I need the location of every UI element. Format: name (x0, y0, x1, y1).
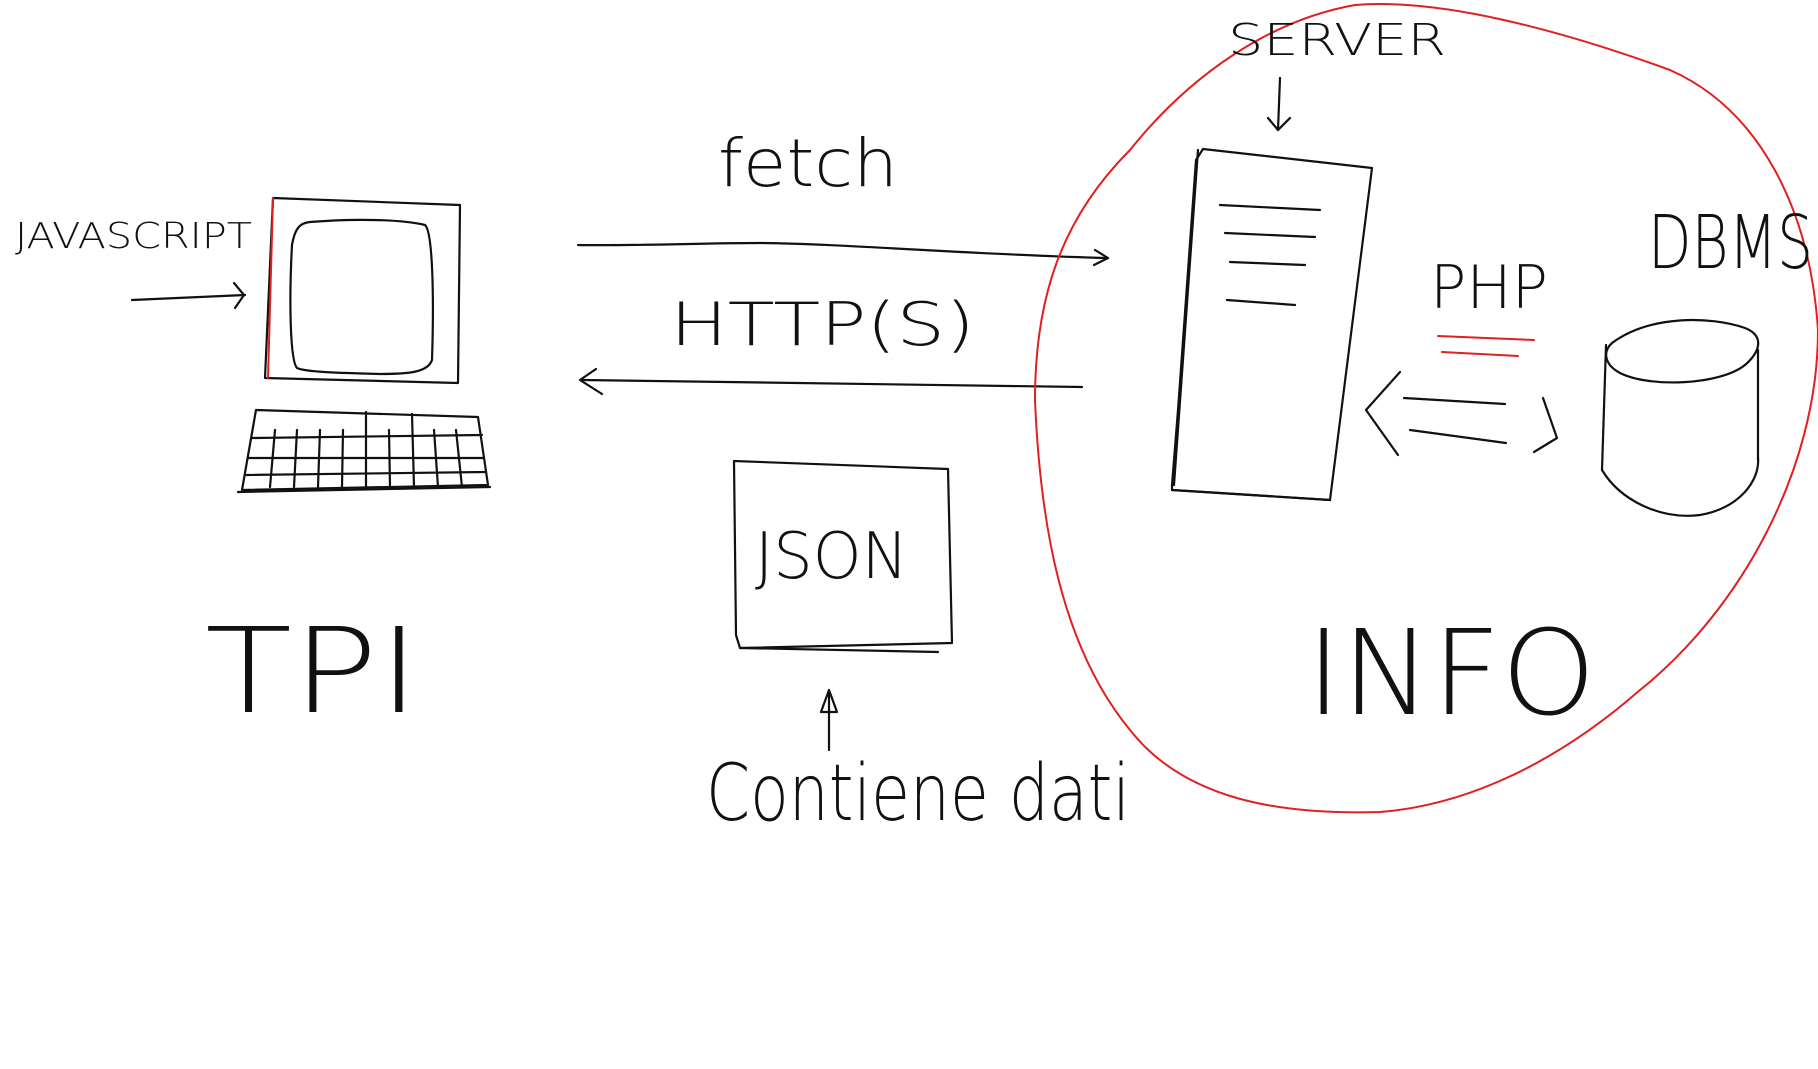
server-label: SERVER (1228, 15, 1446, 66)
json-box-bottom-line (738, 646, 940, 654)
database-left-side (1600, 343, 1608, 472)
php-arrow-left-head (1364, 370, 1402, 457)
server-arrow-shaft (1276, 76, 1282, 132)
server-tower-base (1170, 488, 1332, 502)
javascript-label: JAVASCRIPT (15, 216, 252, 257)
response-arrow (578, 367, 1084, 396)
javascript-arrow-shaft (130, 293, 247, 302)
php-label: PHP (1430, 253, 1548, 323)
contiene-arrow-head (819, 688, 839, 714)
server-arrow (1266, 76, 1292, 132)
request-arrow (576, 241, 1110, 267)
json-label: JSON (755, 520, 908, 594)
server-tower-outline (1170, 147, 1374, 502)
keyboard-base-line (236, 485, 492, 494)
keyboard-keys (268, 410, 464, 489)
php-arrow-line-top (1402, 396, 1507, 406)
php-bidirectional-arrow (1364, 370, 1559, 457)
javascript-arrow-head (232, 281, 246, 310)
database-top-ellipse (1605, 318, 1760, 384)
json-box (732, 459, 954, 654)
server-arrow-head (1266, 116, 1292, 132)
monitor-outer-frame (263, 196, 462, 385)
php-underline-2 (1441, 351, 1519, 357)
request-arrow-head (1092, 248, 1110, 267)
monitor-left-edge-highlight (267, 197, 274, 379)
keyboard-outline (240, 408, 490, 492)
server-slot-2 (1223, 231, 1317, 239)
contiene-dati-label: Contiene dati (706, 749, 1130, 839)
database-bottom-curve (1600, 456, 1760, 517)
dbms-label: DBMS (1648, 200, 1813, 286)
php-arrow-line-bottom (1408, 428, 1508, 445)
http-label: HTTP(S) (670, 290, 975, 360)
database-cylinder (1600, 318, 1760, 517)
fetch-label: fetch (718, 125, 898, 202)
php-underline-1 (1437, 335, 1535, 341)
server-slot-4 (1225, 298, 1297, 307)
response-arrow-shaft (580, 378, 1084, 389)
php-arrow-right-head (1532, 396, 1559, 454)
server-tower-front-edge (1172, 148, 1200, 487)
request-arrow-shaft (576, 241, 1107, 260)
client-computer (236, 196, 492, 494)
response-arrow-head (578, 367, 604, 396)
contiene-arrow (819, 688, 839, 752)
server-slot-1 (1218, 203, 1322, 212)
json-box-outline (732, 459, 954, 650)
info-boundary-circle (1034, 3, 1818, 814)
monitor-screen (289, 218, 434, 376)
info-label: INFO (1306, 604, 1596, 742)
tpi-label: TPI (205, 602, 420, 740)
javascript-arrow (130, 281, 247, 310)
server-slot-3 (1228, 260, 1307, 267)
server-tower (1170, 147, 1374, 502)
